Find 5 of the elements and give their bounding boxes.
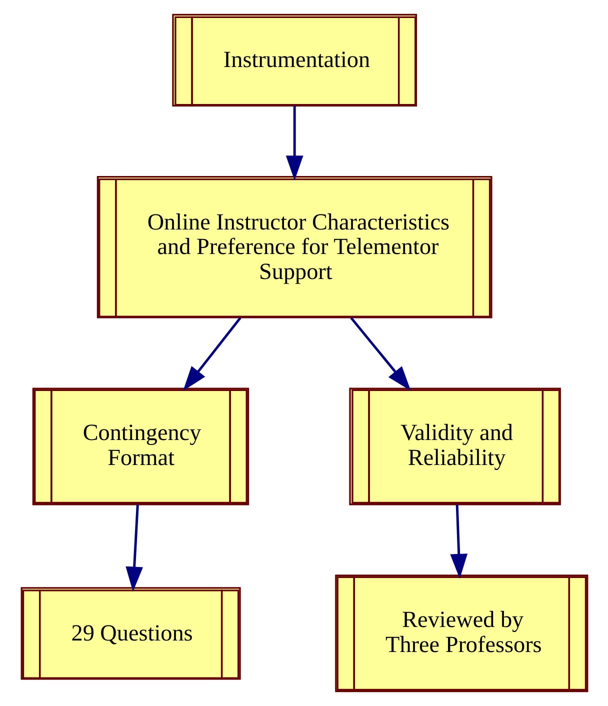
arrow (450, 504, 468, 579)
arrow (125, 504, 142, 592)
arrow (350, 317, 410, 391)
arrow (182, 317, 241, 391)
arrow (285, 106, 303, 180)
